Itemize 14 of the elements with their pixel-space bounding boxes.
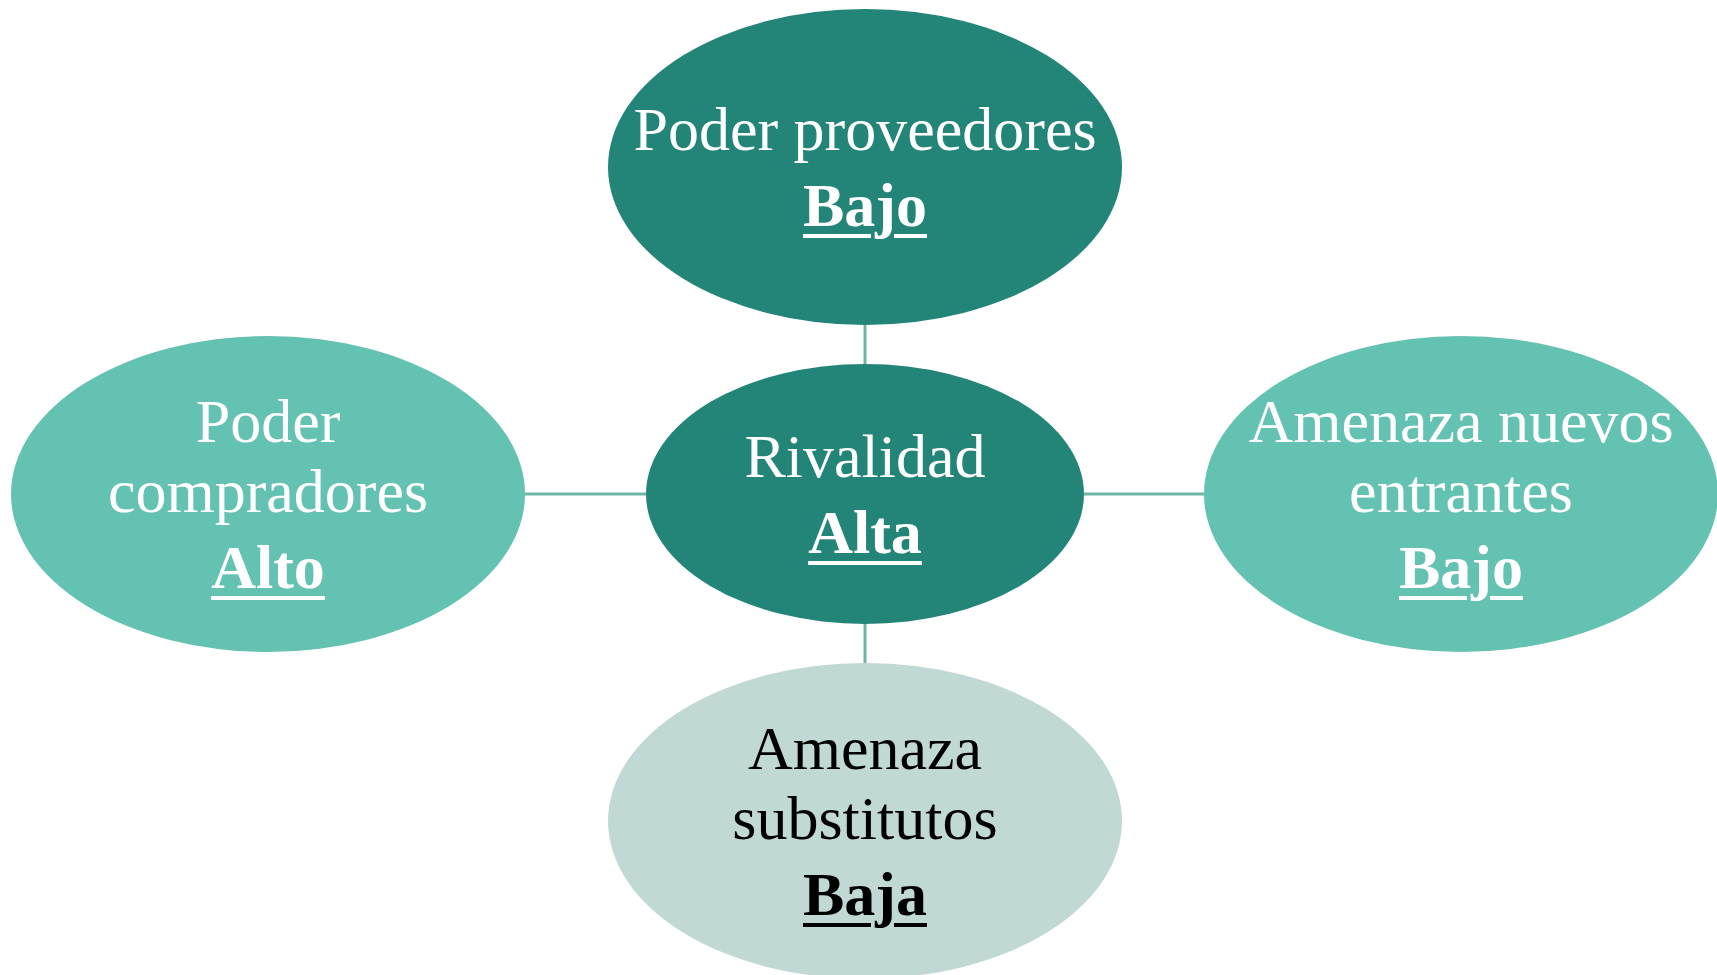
rating-label: Bajo	[803, 170, 927, 240]
force-label: Poder compradores	[106, 386, 430, 526]
connector-line	[863, 325, 867, 364]
rating-label: Bajo	[1399, 532, 1523, 602]
rating-label: Alta	[808, 497, 922, 567]
connector-line	[1084, 492, 1204, 496]
force-label: Poder proveedores	[633, 94, 1097, 164]
connector-line	[863, 624, 867, 663]
force-label: Amenaza nuevos entrantes	[1247, 386, 1675, 526]
force-label: Amenaza substitutos	[731, 713, 999, 853]
rating-label: Alto	[211, 532, 325, 602]
connector-line	[525, 492, 646, 496]
force-label: Rivalidad	[744, 421, 986, 491]
rating-label: Baja	[803, 859, 927, 929]
